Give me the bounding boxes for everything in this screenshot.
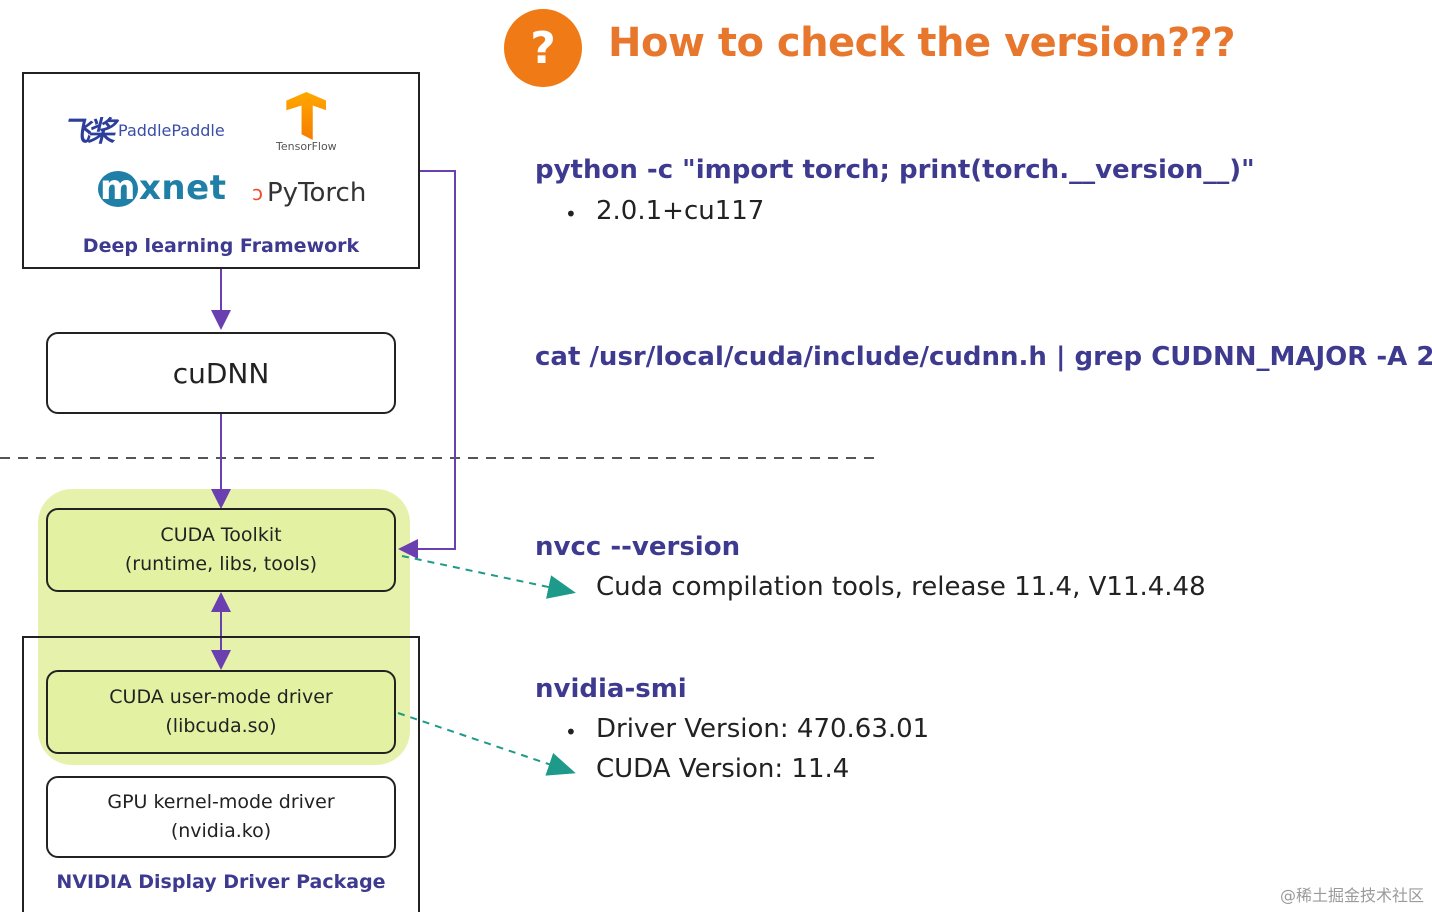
python-version-output: 2.0.1+cu117 — [596, 196, 765, 226]
kernel-driver-title: GPU kernel-mode driver — [107, 791, 335, 813]
cuda-version-output: CUDA Version: 11.4 — [596, 754, 850, 784]
cuda-toolkit-title: CUDA Toolkit — [160, 524, 282, 546]
cudnn-label: cuDNN — [172, 356, 270, 390]
arrow-driver-to-smi — [397, 712, 576, 776]
driver-package-caption: NVIDIA Display Driver Package — [56, 871, 386, 893]
pytorch-name: PyTorch — [267, 178, 367, 208]
nvidia-smi-command: nvidia-smi — [535, 674, 687, 704]
kernel-driver-subtitle: (nvidia.ko) — [170, 820, 272, 842]
tensorflow-name: TensorFlow — [276, 140, 337, 153]
cudnn-box: cuDNN — [46, 332, 396, 414]
driver-version-output: Driver Version: 470.63.01 — [596, 714, 930, 744]
bullet-icon: • — [565, 720, 577, 744]
mxnet-m-icon: m — [98, 171, 138, 207]
user-driver-subtitle: (libcuda.so) — [165, 715, 277, 737]
gpu-kernel-driver-box: GPU kernel-mode driver (nvidia.ko) — [46, 776, 396, 858]
mxnet-name: xnet — [139, 168, 227, 208]
cuda-toolkit-subtitle: (runtime, libs, tools) — [124, 553, 318, 575]
tensorflow-logo: TensorFlow — [276, 92, 337, 153]
python-version-command: python -c "import torch; print(torch.__v… — [535, 155, 1255, 185]
framework-caption: Deep learning Framework — [82, 235, 360, 257]
watermark: @稀土掘金技术社区 — [1279, 886, 1424, 905]
pytorch-logo: ɔ PyTorch — [252, 178, 366, 208]
cuda-toolkit-box: CUDA Toolkit (runtime, libs, tools) — [46, 508, 396, 592]
nvcc-output: Cuda compilation tools, release 11.4, V1… — [596, 572, 1206, 602]
user-driver-title: CUDA user-mode driver — [109, 686, 333, 708]
paddlepaddle-logo: 飞桨 PaddlePaddle — [62, 110, 225, 150]
arrow-toolkit-to-nvcc — [401, 555, 576, 599]
cuda-user-driver-box: CUDA user-mode driver (libcuda.so) — [46, 670, 396, 754]
bullet-icon: • — [565, 202, 577, 226]
mxnet-logo: mxnet — [98, 168, 226, 208]
nvcc-command: nvcc --version — [535, 532, 741, 562]
framework-box — [22, 72, 420, 269]
paddle-name: PaddlePaddle — [118, 120, 225, 140]
question-mark-icon: ? — [504, 9, 582, 87]
page-title: How to check the version??? — [608, 20, 1236, 66]
tensorflow-icon — [286, 92, 327, 140]
arrow-framework-to-toolkit — [398, 170, 456, 559]
driver-package-box — [22, 636, 420, 912]
pytorch-flame-icon: ɔ — [252, 181, 263, 205]
cudnn-version-command: cat /usr/local/cuda/include/cudnn.h | gr… — [535, 342, 1432, 372]
paddle-mark-icon: 飞桨 — [62, 115, 115, 148]
